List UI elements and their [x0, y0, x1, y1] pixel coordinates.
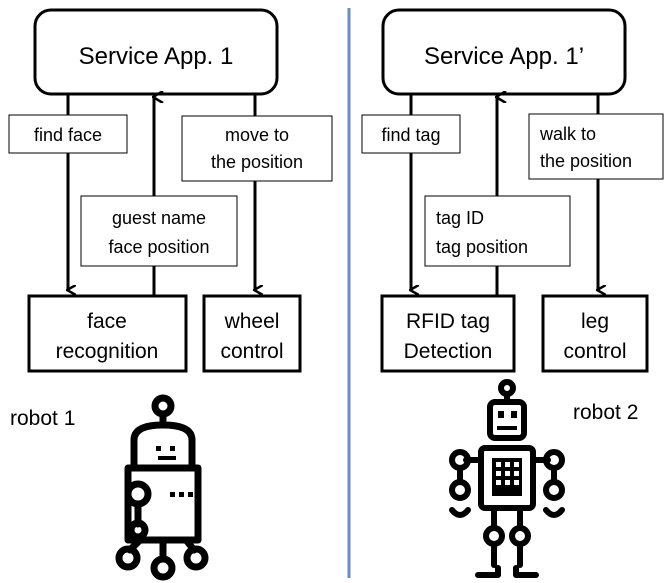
move-label-line1: move to: [225, 125, 289, 145]
service-app-1-title: Service App. 1: [79, 43, 234, 70]
leg-control-line1: leg: [581, 310, 609, 333]
guest-label-box: [80, 195, 238, 267]
find-tag-label-box: [361, 114, 461, 154]
robot-1-face: [156, 446, 193, 497]
tag-label-line2: tag position: [436, 237, 528, 257]
guest-label-line2: face position: [108, 237, 209, 257]
wheel-control-box: [202, 294, 302, 373]
face-recognition-line1: face: [87, 310, 127, 333]
guest-label-line1: guest name: [112, 208, 206, 228]
tag-label-line1: tag ID: [436, 208, 484, 228]
leg-control-line2: control: [563, 340, 626, 363]
move-label-box: [181, 115, 333, 182]
rfid-detection-line1: RFID tag: [406, 310, 490, 333]
walk-label-box: [528, 113, 664, 180]
round-robot-icon: [115, 394, 209, 581]
find-tag-label: find tag: [381, 125, 440, 145]
leg-control-box: [541, 294, 649, 373]
face-recognition-box: [27, 294, 188, 373]
wheel-control-line1: wheel: [224, 310, 280, 333]
humanoid-robot-icon: [449, 379, 565, 578]
tag-label-box: [424, 195, 571, 267]
robot-2-label: robot 2: [573, 401, 638, 424]
robot-2-panel-grid: [496, 462, 519, 485]
rfid-detection-box: [380, 294, 516, 373]
walk-label-line1: walk to: [539, 124, 596, 144]
rfid-detection-line2: Detection: [404, 340, 493, 363]
walk-label-line2: the position: [540, 151, 632, 171]
robot-1-label: robot 1: [10, 407, 75, 430]
left-diagram: Service App. 1 find face move to the pos…: [8, 8, 333, 581]
right-diagram: Service App. 1’ find tag walk to the pos…: [361, 8, 664, 578]
move-label-line2: the position: [211, 152, 303, 172]
find-face-label-box: [8, 114, 128, 154]
face-recognition-line2: recognition: [56, 340, 159, 363]
service-app-1-prime-title: Service App. 1’: [424, 43, 584, 70]
find-face-label: find face: [34, 125, 102, 145]
wheel-control-line2: control: [220, 340, 283, 363]
